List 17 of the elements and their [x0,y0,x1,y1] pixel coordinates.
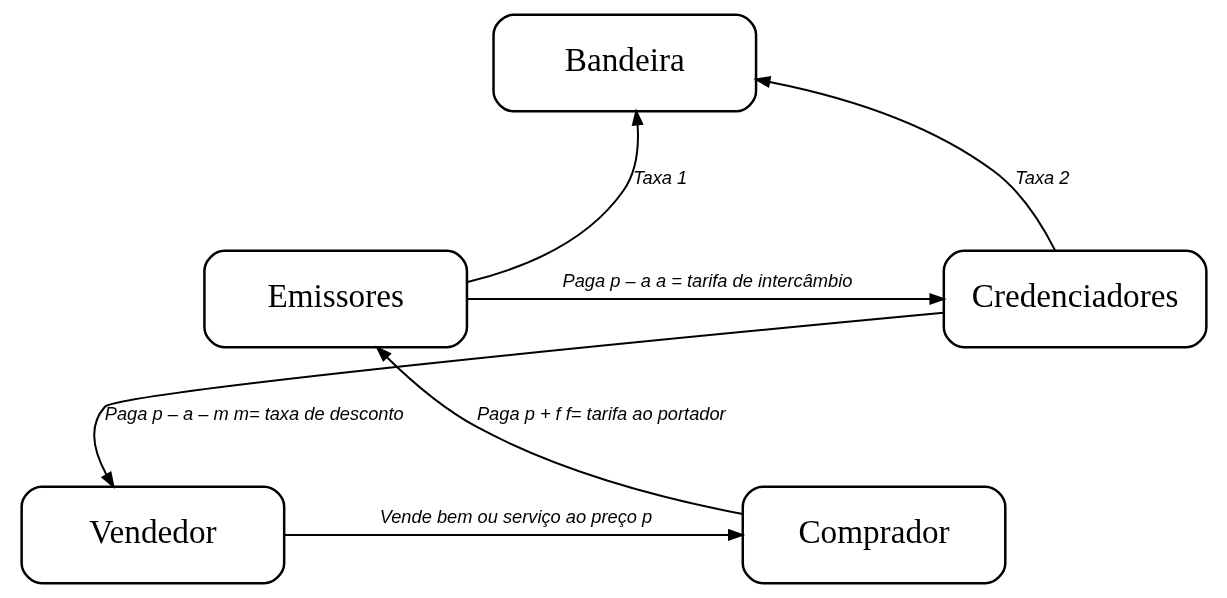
edge-label: Taxa 2 [1014,167,1069,189]
edge-label: Paga p – a – m m= taxa de desconto [104,402,404,424]
arrow [374,345,744,516]
arrow [466,108,644,283]
node-box: Vendedor [19,485,285,585]
edge-label: Vende bem ou serviço ao preço p [379,505,652,527]
node-box: Credenciadores [942,249,1208,349]
node-box: Bandeira [491,13,757,113]
edge-label: Paga p + f f= tarifa ao portador [476,402,726,424]
arrow [92,311,944,489]
edge-label: Paga p – a a = tarifa de intercâmbio [561,270,852,292]
arrow [465,292,947,306]
arrow [282,528,745,541]
node-box: Comprador [741,485,1007,585]
edge-label: Taxa 1 [632,167,687,189]
arrow [752,76,1056,252]
node-box: Emissores [202,249,468,349]
